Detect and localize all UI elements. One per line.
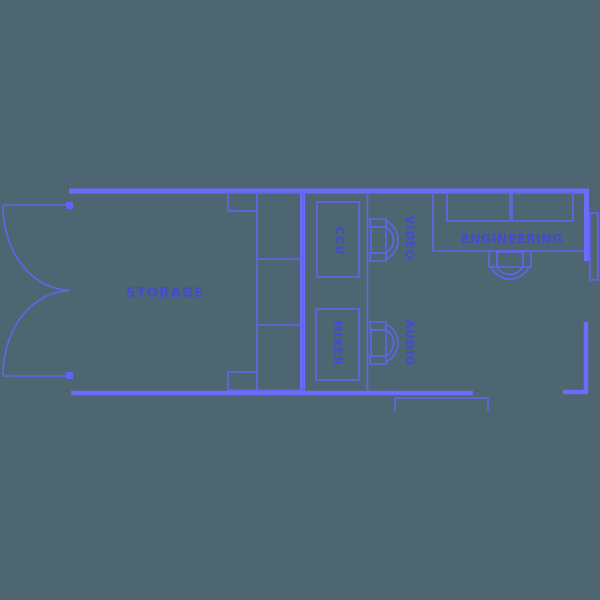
video-chair	[369, 218, 399, 262]
storage-shelf-bottom-box	[227, 371, 258, 391]
door-leaf-right	[589, 212, 599, 281]
storage-shelf-column	[256, 192, 304, 391]
equipment-label-mixer: MIXER	[331, 320, 345, 366]
engineering-desk-equipment-right	[511, 192, 574, 222]
storage-shelf-top-box	[227, 192, 258, 212]
room-label-engineering: ENGINEERING	[461, 231, 563, 246]
station-label-video: VIDEO	[403, 215, 417, 260]
door-swing-arc-top	[2, 205, 70, 291]
room-label-storage: STORAGE	[126, 285, 205, 301]
engineering-chair	[488, 250, 532, 280]
engineering-desk-equipment-left	[446, 192, 511, 222]
door-hinge-top	[66, 202, 73, 209]
ccu-console	[316, 201, 360, 278]
equipment-label-ccu: CCU	[333, 226, 347, 255]
mixer-console	[315, 308, 360, 381]
station-label-audio: AUDIO	[403, 320, 417, 367]
entry-step-platform	[394, 397, 489, 411]
engineering-desk	[432, 191, 585, 252]
door-hinge-bottom	[66, 372, 73, 379]
audio-chair	[369, 321, 399, 365]
door-swing-arc-bottom	[2, 290, 70, 376]
